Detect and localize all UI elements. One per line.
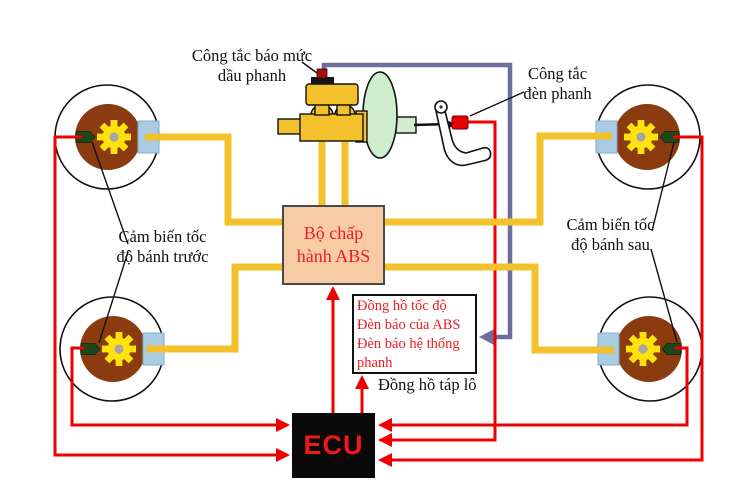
dashboard-indicator-abs-warning: Đèn báo của ABS (357, 317, 461, 333)
ecu-label: ECU (303, 430, 364, 460)
dashboard-indicator-speedometer: Đồng hồ tốc độ (357, 298, 447, 314)
wire-arrowheads (276, 286, 392, 467)
front-wheel-sensor-label-line2: độ bánh trước (116, 247, 209, 266)
dashboard-caption: Đồng hồ táp lô (378, 375, 477, 394)
rear-wheel-sensor-label: Cảm biến tốc độ bánh sau (548, 215, 673, 255)
dashboard-indicators-box: Đồng hồ tốc độ Đèn báo của ABS Đèn báo h… (352, 294, 477, 374)
brake-light-switch-label: Công tắc đèn phanh (500, 64, 615, 104)
rear-wheel-sensor-label-line1: Cảm biến tốc (566, 215, 655, 234)
front-wheel-sensor-label: Cảm biến tốc độ bánh trước (95, 227, 230, 267)
wire-rear-upper-sensor (392, 135, 704, 462)
sensor-wires (53, 120, 704, 462)
hydraulic-lines (145, 132, 614, 354)
wire-brake-light-switch (392, 120, 497, 442)
pedal-pivot-pin (439, 105, 443, 109)
brake-pedal (435, 110, 492, 167)
front-wheel-sensor-label-line1: Cảm biến tốc (118, 227, 207, 246)
wire-front-lower-sensor (70, 346, 276, 427)
line-abs-rear-upper (383, 132, 612, 226)
signal-wire-arrowhead (479, 328, 496, 346)
abs-actuator-box: Bộ chấp hành ABS (282, 205, 385, 285)
wire-front-upper-sensor (53, 135, 276, 457)
abs-actuator-label-line2: hành ABS (296, 246, 371, 266)
fluid-level-switch-label: Công tắc báo mức dầu phanh (172, 46, 332, 86)
cylinder-body (299, 113, 364, 142)
line-abs-front-lower (147, 263, 284, 353)
wire-rear-lower-sensor (392, 346, 689, 427)
ecu-box: ECU (292, 413, 375, 478)
reservoir-cap (311, 77, 334, 84)
fluid-level-switch-label-line1: Công tắc báo mức (191, 46, 313, 65)
line-abs-rear-lower (383, 263, 614, 354)
fluid-level-switch-label-line2: dầu phanh (217, 66, 287, 85)
fluid-switch-signal-wire (321, 62, 513, 340)
brake-light-switch-icon (451, 115, 469, 130)
master-cylinder (277, 83, 368, 143)
abs-actuator-label-line1: Bộ chấp (303, 223, 364, 243)
brake-booster (362, 71, 417, 159)
fluid-reservoir (305, 83, 359, 106)
fluid-level-switch-icon (316, 68, 328, 79)
dashboard-indicator-brake-warning: Đèn báo hệ thống phanh (357, 336, 460, 371)
rear-wheel-sensor-label-line2: độ bánh sau (571, 235, 650, 254)
brake-light-switch-label-line1: Công tắc (527, 64, 588, 83)
line-abs-front-upper (145, 133, 284, 226)
brake-light-switch-label-line2: đèn phanh (523, 84, 592, 103)
cylinder-left-port (277, 118, 303, 135)
